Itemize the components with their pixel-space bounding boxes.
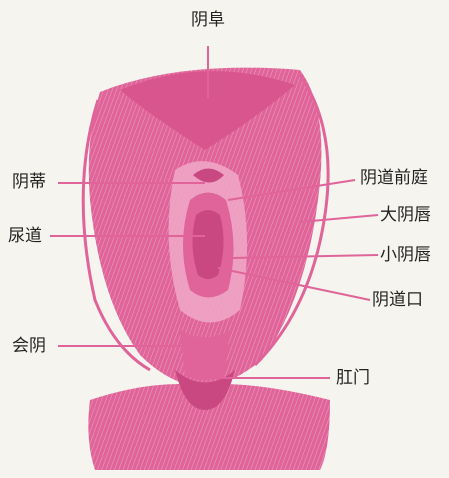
label-vaginal-opening: 阴道口 <box>372 292 423 309</box>
label-perineum: 会阴 <box>12 338 46 355</box>
label-urethra: 尿道 <box>8 228 42 245</box>
label-clitoris: 阴蒂 <box>12 174 46 191</box>
label-mons-pubis: 阴阜 <box>191 12 225 29</box>
label-labia-majora: 大阴唇 <box>380 207 431 224</box>
label-anus: 肛门 <box>336 370 370 387</box>
label-labia-minora: 小阴唇 <box>380 247 431 264</box>
label-vestibule: 阴道前庭 <box>360 170 428 187</box>
